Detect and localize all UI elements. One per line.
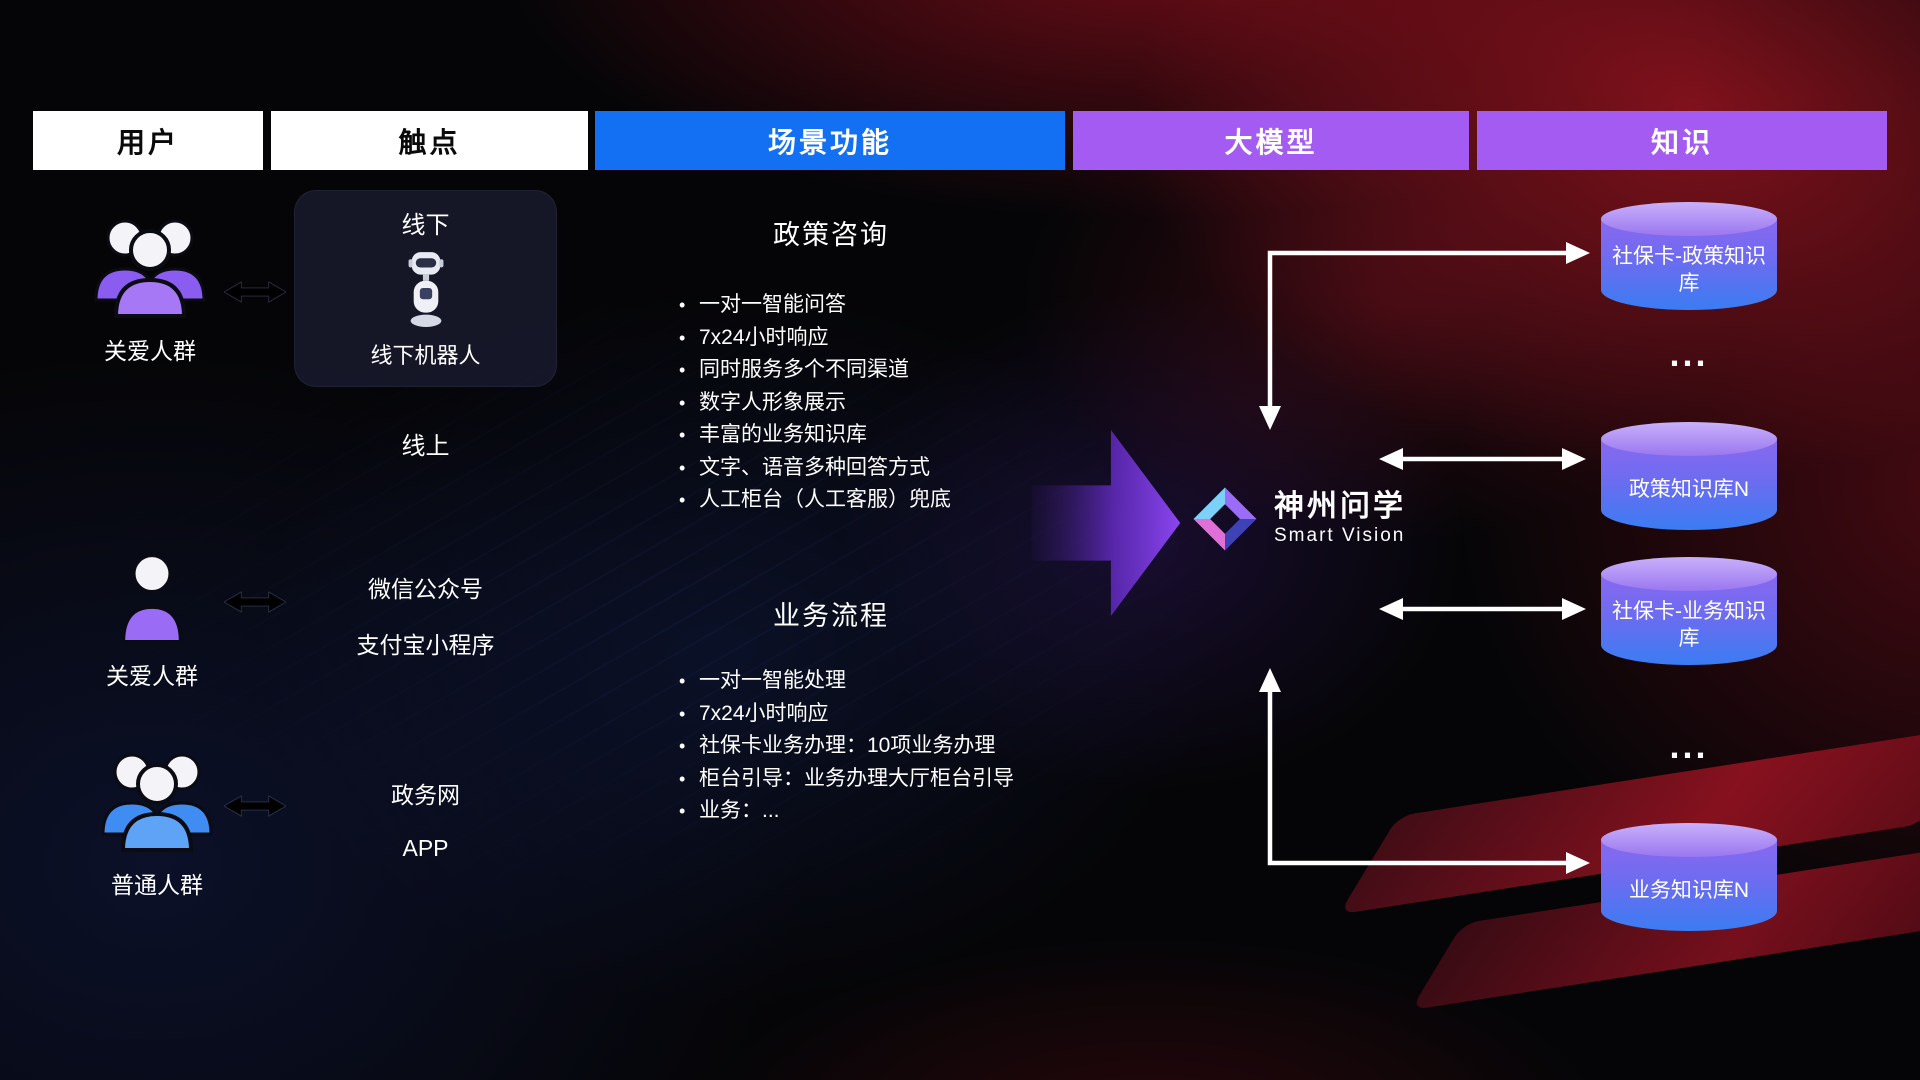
db-cylinder-top — [1601, 823, 1777, 857]
flow-arrow — [1031, 429, 1181, 617]
bidirectional-arrow — [224, 795, 286, 817]
db-cylinder-top — [1601, 422, 1777, 456]
user-label: 关爱人群 — [106, 663, 198, 689]
db-label: 政策知识库N — [1628, 478, 1750, 502]
people-group-icon — [101, 753, 213, 852]
column-header-users: 用户 — [33, 111, 263, 170]
user-group-care-1: 关爱人群 — [84, 212, 216, 366]
offline-touchpoint-card: 线下 线下机器人 — [294, 190, 557, 387]
diamond-logo-icon — [1193, 487, 1257, 551]
channel-alipay: 支付宝小程序 — [356, 632, 495, 658]
offline-title: 线下 — [401, 212, 450, 239]
feature-item: 一对一智能问答 — [677, 289, 1097, 322]
policy-feature-list: 一对一智能问答7x24小时响应同时服务多个不同渠道数字人形象展示丰富的业务知识库… — [677, 289, 1097, 517]
bidirectional-arrow — [224, 591, 286, 613]
online-title: 线上 — [401, 433, 450, 460]
robot-icon — [408, 252, 443, 327]
db-label: 业务知识库N — [1628, 879, 1750, 903]
column-header-knowledge: 知识 — [1477, 111, 1887, 170]
model-name: 神州问学 — [1274, 490, 1406, 523]
feature-item: 丰富的业务知识库 — [677, 419, 1097, 452]
knowledge-ellipsis: ... — [1669, 725, 1709, 766]
user-label: 关爱人群 — [104, 338, 196, 364]
user-label: 普通人群 — [111, 872, 203, 898]
feature-item: 人工柜台（人工客服）兜底 — [677, 484, 1097, 517]
model-subtitle: Smart Vision — [1274, 525, 1406, 546]
knowledge-db-policy-ssc: 社保卡-政策知识库 — [1601, 202, 1777, 310]
offline-robot-label: 线下机器人 — [370, 343, 481, 368]
channel-app: APP — [402, 835, 449, 861]
knowledge-db-policy-n: 政策知识库N — [1601, 422, 1777, 530]
knowledge-ellipsis: ... — [1669, 333, 1709, 374]
channel-wechat: 微信公众号 — [368, 576, 483, 602]
scenario-title-policy: 政策咨询 — [773, 220, 889, 250]
feature-item: 同时服务多个不同渠道 — [677, 354, 1097, 387]
user-single-care: 关爱人群 — [92, 551, 212, 691]
column-header-touchpoints: 触点 — [271, 111, 588, 170]
channel-gov-web: 政务网 — [391, 782, 460, 808]
db-cylinder-top — [1601, 557, 1777, 591]
scenario-title-business: 业务流程 — [773, 601, 889, 631]
user-group-ordinary: 普通人群 — [90, 746, 224, 900]
business-feature-list: 一对一智能处理7x24小时响应社保卡业务办理：10项业务办理柜台引导：业务办理大… — [677, 665, 1097, 828]
feature-item: 一对一智能处理 — [677, 665, 1097, 698]
column-header-model: 大模型 — [1073, 111, 1469, 170]
feature-item: 柜台引导：业务办理大厅柜台引导 — [677, 763, 1097, 796]
people-group-icon — [94, 219, 206, 318]
column-header-scenarios: 场景功能 — [595, 111, 1065, 170]
feature-item: 文字、语音多种回答方式 — [677, 452, 1097, 485]
feature-item: 业务：... — [677, 795, 1097, 828]
db-cylinder-top — [1601, 202, 1777, 236]
person-icon — [122, 554, 182, 643]
feature-item: 数字人形象展示 — [677, 387, 1097, 420]
feature-item: 7x24小时响应 — [677, 322, 1097, 355]
knowledge-db-business-n: 业务知识库N — [1601, 823, 1777, 931]
feature-item: 社保卡业务办理：10项业务办理 — [677, 730, 1097, 763]
db-label: 社保卡-政策知识库 — [1612, 244, 1766, 295]
bidirectional-arrow — [224, 281, 286, 303]
knowledge-db-business-ssc: 社保卡-业务知识库 — [1601, 557, 1777, 665]
smart-vision-logo: 神州问学 Smart Vision — [1190, 484, 1406, 554]
feature-item: 7x24小时响应 — [677, 698, 1097, 731]
db-label: 社保卡-业务知识库 — [1612, 599, 1766, 650]
